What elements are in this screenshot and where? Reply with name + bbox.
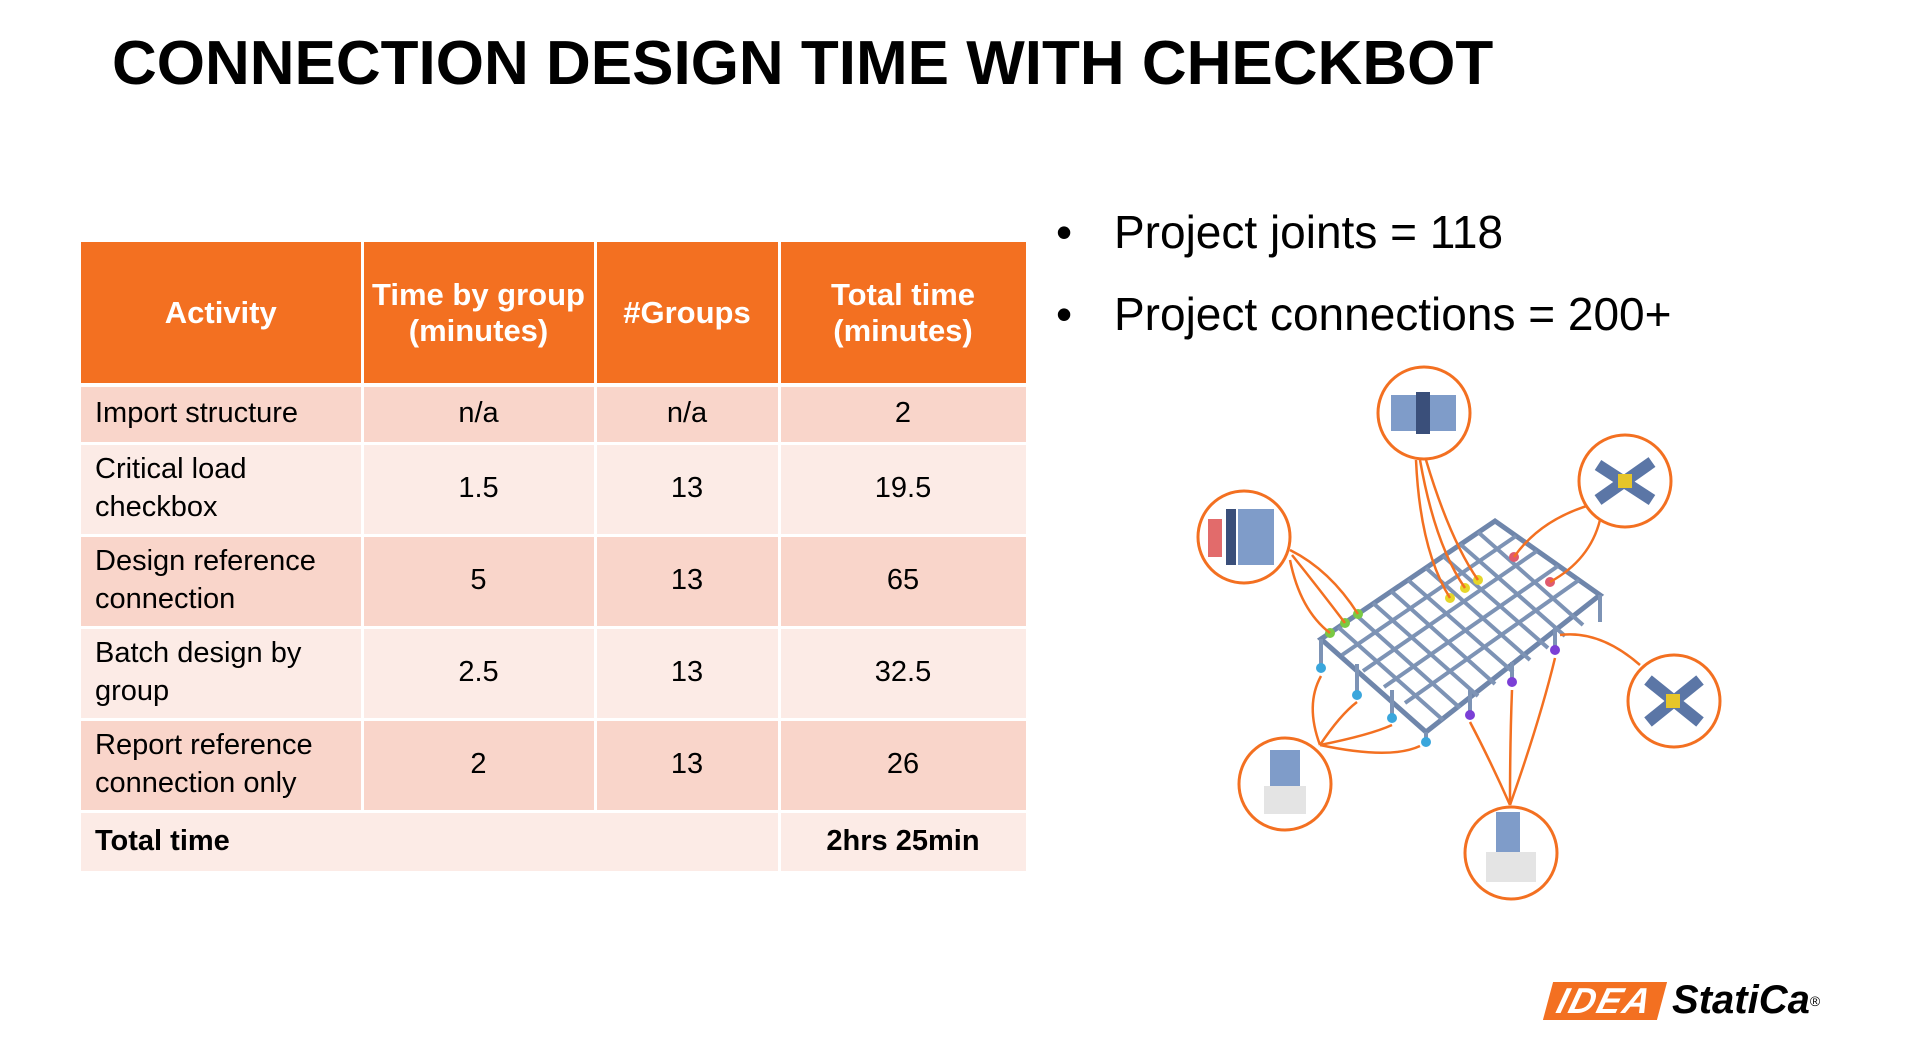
total-value: 2hrs 25min	[779, 811, 1029, 874]
total-label: Total time	[81, 811, 781, 874]
header-time-by-group: Time by group (minutes)	[362, 242, 597, 387]
cell-time-by-group: n/a	[362, 385, 597, 445]
header-activity: Activity	[81, 242, 364, 387]
design-time-table: Activity Time by group (minutes) #Groups…	[81, 242, 1029, 874]
cell-total: 19.5	[779, 443, 1029, 537]
logo-box: IDEA	[1542, 980, 1668, 1021]
connection-thumbnails	[1208, 392, 1704, 882]
table-row: Batch design by group 2.5 13 32.5	[81, 627, 1029, 721]
header-groups: #Groups	[595, 242, 781, 387]
cell-groups: n/a	[595, 385, 781, 445]
cell-total: 32.5	[779, 627, 1029, 721]
cell-groups: 13	[595, 443, 781, 537]
cell-groups: 13	[595, 535, 781, 629]
table-header-row: Activity Time by group (minutes) #Groups…	[81, 242, 1029, 387]
cell-activity: Batch design by group	[81, 627, 364, 721]
table-total-row: Total time 2hrs 25min	[81, 811, 1029, 874]
table-row: Design reference connection 5 13 65	[81, 535, 1029, 629]
project-stats-list: Project joints = 118 Project connections…	[1056, 205, 1671, 369]
cell-activity: Import structure	[81, 385, 364, 445]
callout-arrows	[1288, 459, 1641, 806]
cell-total: 2	[779, 385, 1029, 445]
cell-activity: Critical load checkbox	[81, 443, 364, 537]
cell-groups: 13	[595, 719, 781, 813]
cell-total: 65	[779, 535, 1029, 629]
bullet-project-connections: Project connections = 200+	[1056, 287, 1671, 369]
cell-groups: 13	[595, 627, 781, 721]
cell-time-by-group: 5	[362, 535, 597, 629]
steel-structure	[1316, 517, 1605, 742]
table-row: Critical load checkbox 1.5 13 19.5	[81, 443, 1029, 537]
cell-activity: Report reference connection only	[81, 719, 364, 813]
cell-time-by-group: 2.5	[362, 627, 597, 721]
page-title: CONNECTION DESIGN TIME WITH CHECKBOT	[112, 29, 1494, 98]
bullet-project-joints: Project joints = 118	[1056, 205, 1671, 287]
cell-total: 26	[779, 719, 1029, 813]
idea-statica-logo: IDEA StatiCa ®	[1542, 978, 1821, 1023]
header-total-time: Total time (minutes)	[779, 242, 1029, 387]
table-row: Import structure n/a n/a 2	[81, 385, 1029, 445]
logo-text: StatiCa	[1672, 978, 1810, 1022]
cell-time-by-group: 1.5	[362, 443, 597, 537]
cell-activity: Design reference connection	[81, 535, 364, 629]
cell-time-by-group: 2	[362, 719, 597, 813]
registered-mark: ®	[1809, 992, 1821, 1009]
table-row: Report reference connection only 2 13 26	[81, 719, 1029, 813]
